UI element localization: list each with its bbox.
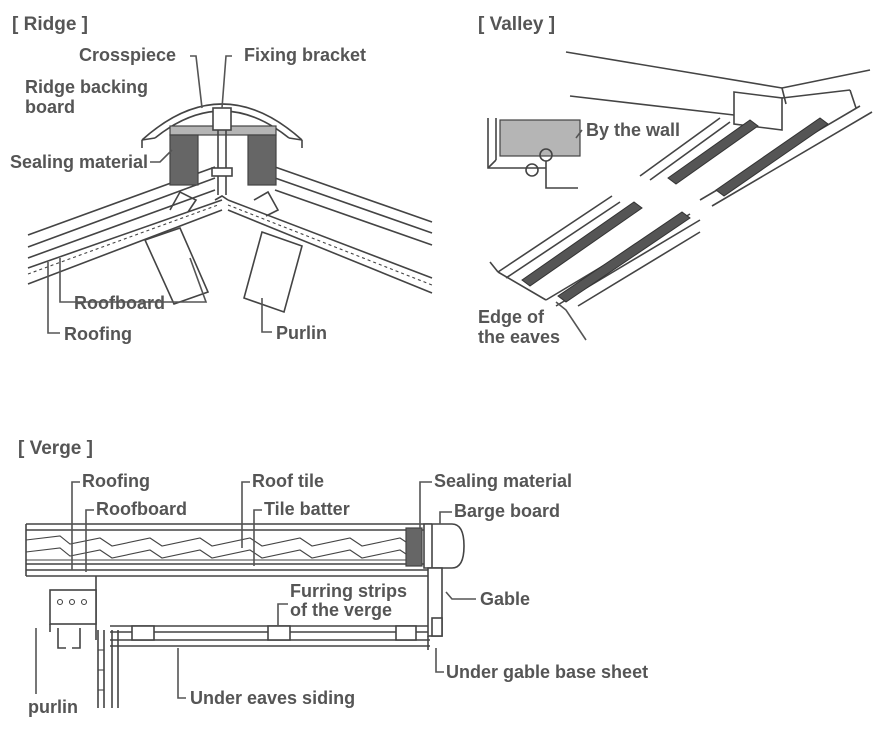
label-edge-of-the-eaves-1: Edge of: [478, 307, 545, 327]
ridge-purlin-left: [143, 227, 210, 305]
ridge-purlin-right: [243, 230, 303, 314]
sealing-leader: [150, 149, 173, 163]
verge-sealing-leader: [419, 481, 432, 528]
verge-soffit: [95, 576, 430, 647]
fixing-bracket-leader: [221, 55, 232, 109]
ridge-tile-hook-right: [253, 190, 280, 217]
under-eaves-siding-leader: [177, 648, 186, 699]
label-furring-strips-2: of the verge: [290, 600, 392, 620]
fixing-bracket: [211, 107, 233, 195]
ridge-sealing-right: [247, 134, 277, 186]
ridge-tile-hook-left: [169, 190, 198, 213]
label-verge-roofboard: Roofboard: [96, 499, 187, 519]
ridge-section: [ Ridge ]: [10, 14, 433, 344]
valley-trough-upper: [639, 105, 873, 207]
by-the-wall-leader: [575, 129, 583, 139]
label-ridge-backing-board-2: board: [25, 97, 75, 117]
tile-batter-leader: [253, 509, 262, 566]
label-ridge-backing-board-1: Ridge backing: [25, 77, 148, 97]
verge-title: [ Verge ]: [18, 438, 93, 459]
by-the-wall-inset: [487, 118, 581, 189]
label-barge-board: Barge board: [454, 501, 560, 521]
verge-roof-layers: [25, 523, 432, 577]
valley-trough-lower: [489, 195, 701, 307]
label-under-eaves-siding: Under eaves siding: [190, 688, 355, 708]
label-by-the-wall: By the wall: [586, 120, 680, 140]
ridge-right-roof-layers: [227, 166, 433, 294]
verge-roofboard-leader: [85, 509, 94, 572]
label-under-gable-base-sheet: Under gable base sheet: [446, 662, 648, 682]
label-ridge-roofboard: Roofboard: [74, 293, 165, 313]
eaves-edge-leader: [555, 301, 587, 341]
under-eaves-siding-wall: [97, 630, 119, 708]
barge-board-leader: [439, 511, 452, 524]
valley-section: [ Valley ]: [478, 14, 873, 347]
label-edge-of-the-eaves-2: the eaves: [478, 327, 560, 347]
ridge-roofing-leader: [47, 262, 60, 334]
under-gable-base-sheet-leader: [435, 648, 444, 673]
ridge-sealing-left: [169, 134, 199, 186]
ridge-purlin-leader: [261, 298, 272, 333]
verge-sealing-material: [405, 527, 423, 567]
label-gable: Gable: [480, 589, 530, 609]
label-ridge-sealing-material: Sealing material: [10, 152, 148, 172]
gable-leader: [445, 591, 476, 600]
gable: [427, 567, 443, 650]
valley-title: [ Valley ]: [478, 14, 555, 35]
furring-strips-leader: [277, 603, 288, 626]
label-roof-tile: Roof tile: [252, 471, 324, 491]
ridge-title: [ Ridge ]: [12, 14, 88, 35]
crosspiece-leader: [190, 55, 203, 109]
ridge-roofboard-leader: [59, 257, 208, 303]
roof-tile-leader: [241, 481, 250, 548]
label-crosspiece: Crosspiece: [79, 45, 176, 65]
verge-purlin: [49, 589, 97, 649]
furring-strip: [267, 625, 291, 641]
label-ridge-purlin: Purlin: [276, 323, 327, 343]
verge-section: [ Verge ]: [18, 438, 648, 717]
label-furring-strips-1: Furring strips: [290, 581, 407, 601]
label-verge-roofing: Roofing: [82, 471, 150, 491]
label-verge-purlin: purlin: [28, 697, 78, 717]
label-verge-sealing-material: Sealing material: [434, 471, 572, 491]
valley-wall: [565, 51, 871, 131]
label-tile-batter: Tile batter: [264, 499, 350, 519]
verge-roofing-leader: [71, 481, 80, 570]
label-ridge-roofing: Roofing: [64, 324, 132, 344]
barge-board: [423, 523, 465, 569]
label-fixing-bracket: Fixing bracket: [244, 45, 366, 65]
